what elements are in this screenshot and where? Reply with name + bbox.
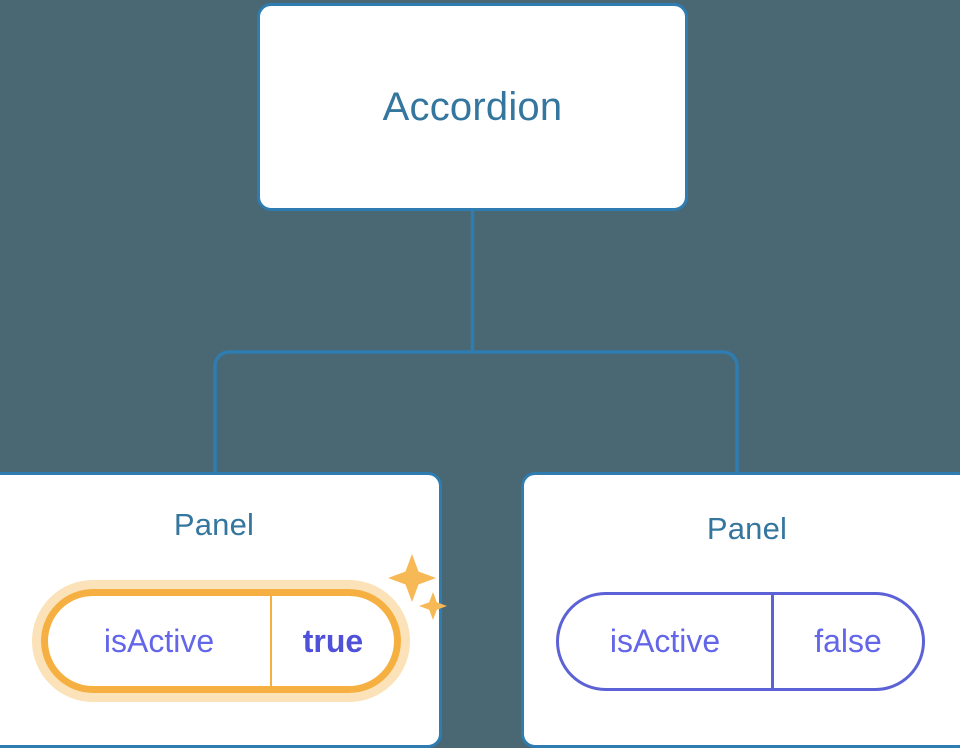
edge-root-to-panel-left bbox=[213, 350, 473, 472]
prop-pill-key: isActive bbox=[48, 596, 272, 686]
node-panel-left-label: Panel bbox=[173, 507, 255, 542]
prop-pill-isactive-true[interactable]: isActive true bbox=[32, 554, 447, 702]
node-accordion[interactable]: Accordion bbox=[257, 3, 688, 211]
prop-pill-body[interactable]: isActive false bbox=[556, 592, 925, 691]
prop-pill-value: true bbox=[302, 622, 364, 659]
prop-pill-value: false bbox=[814, 623, 882, 659]
prop-pill-body[interactable]: isActive true bbox=[41, 589, 401, 693]
prop-pill-isactive-false[interactable]: isActive false bbox=[556, 592, 925, 691]
prop-pill-key: isActive bbox=[559, 595, 774, 688]
node-panel-right-label: Panel bbox=[706, 511, 788, 546]
edge-root-to-panel-right bbox=[472, 350, 739, 472]
node-accordion-label: Accordion bbox=[382, 85, 563, 129]
prop-pill-highlight-glow bbox=[32, 580, 410, 702]
